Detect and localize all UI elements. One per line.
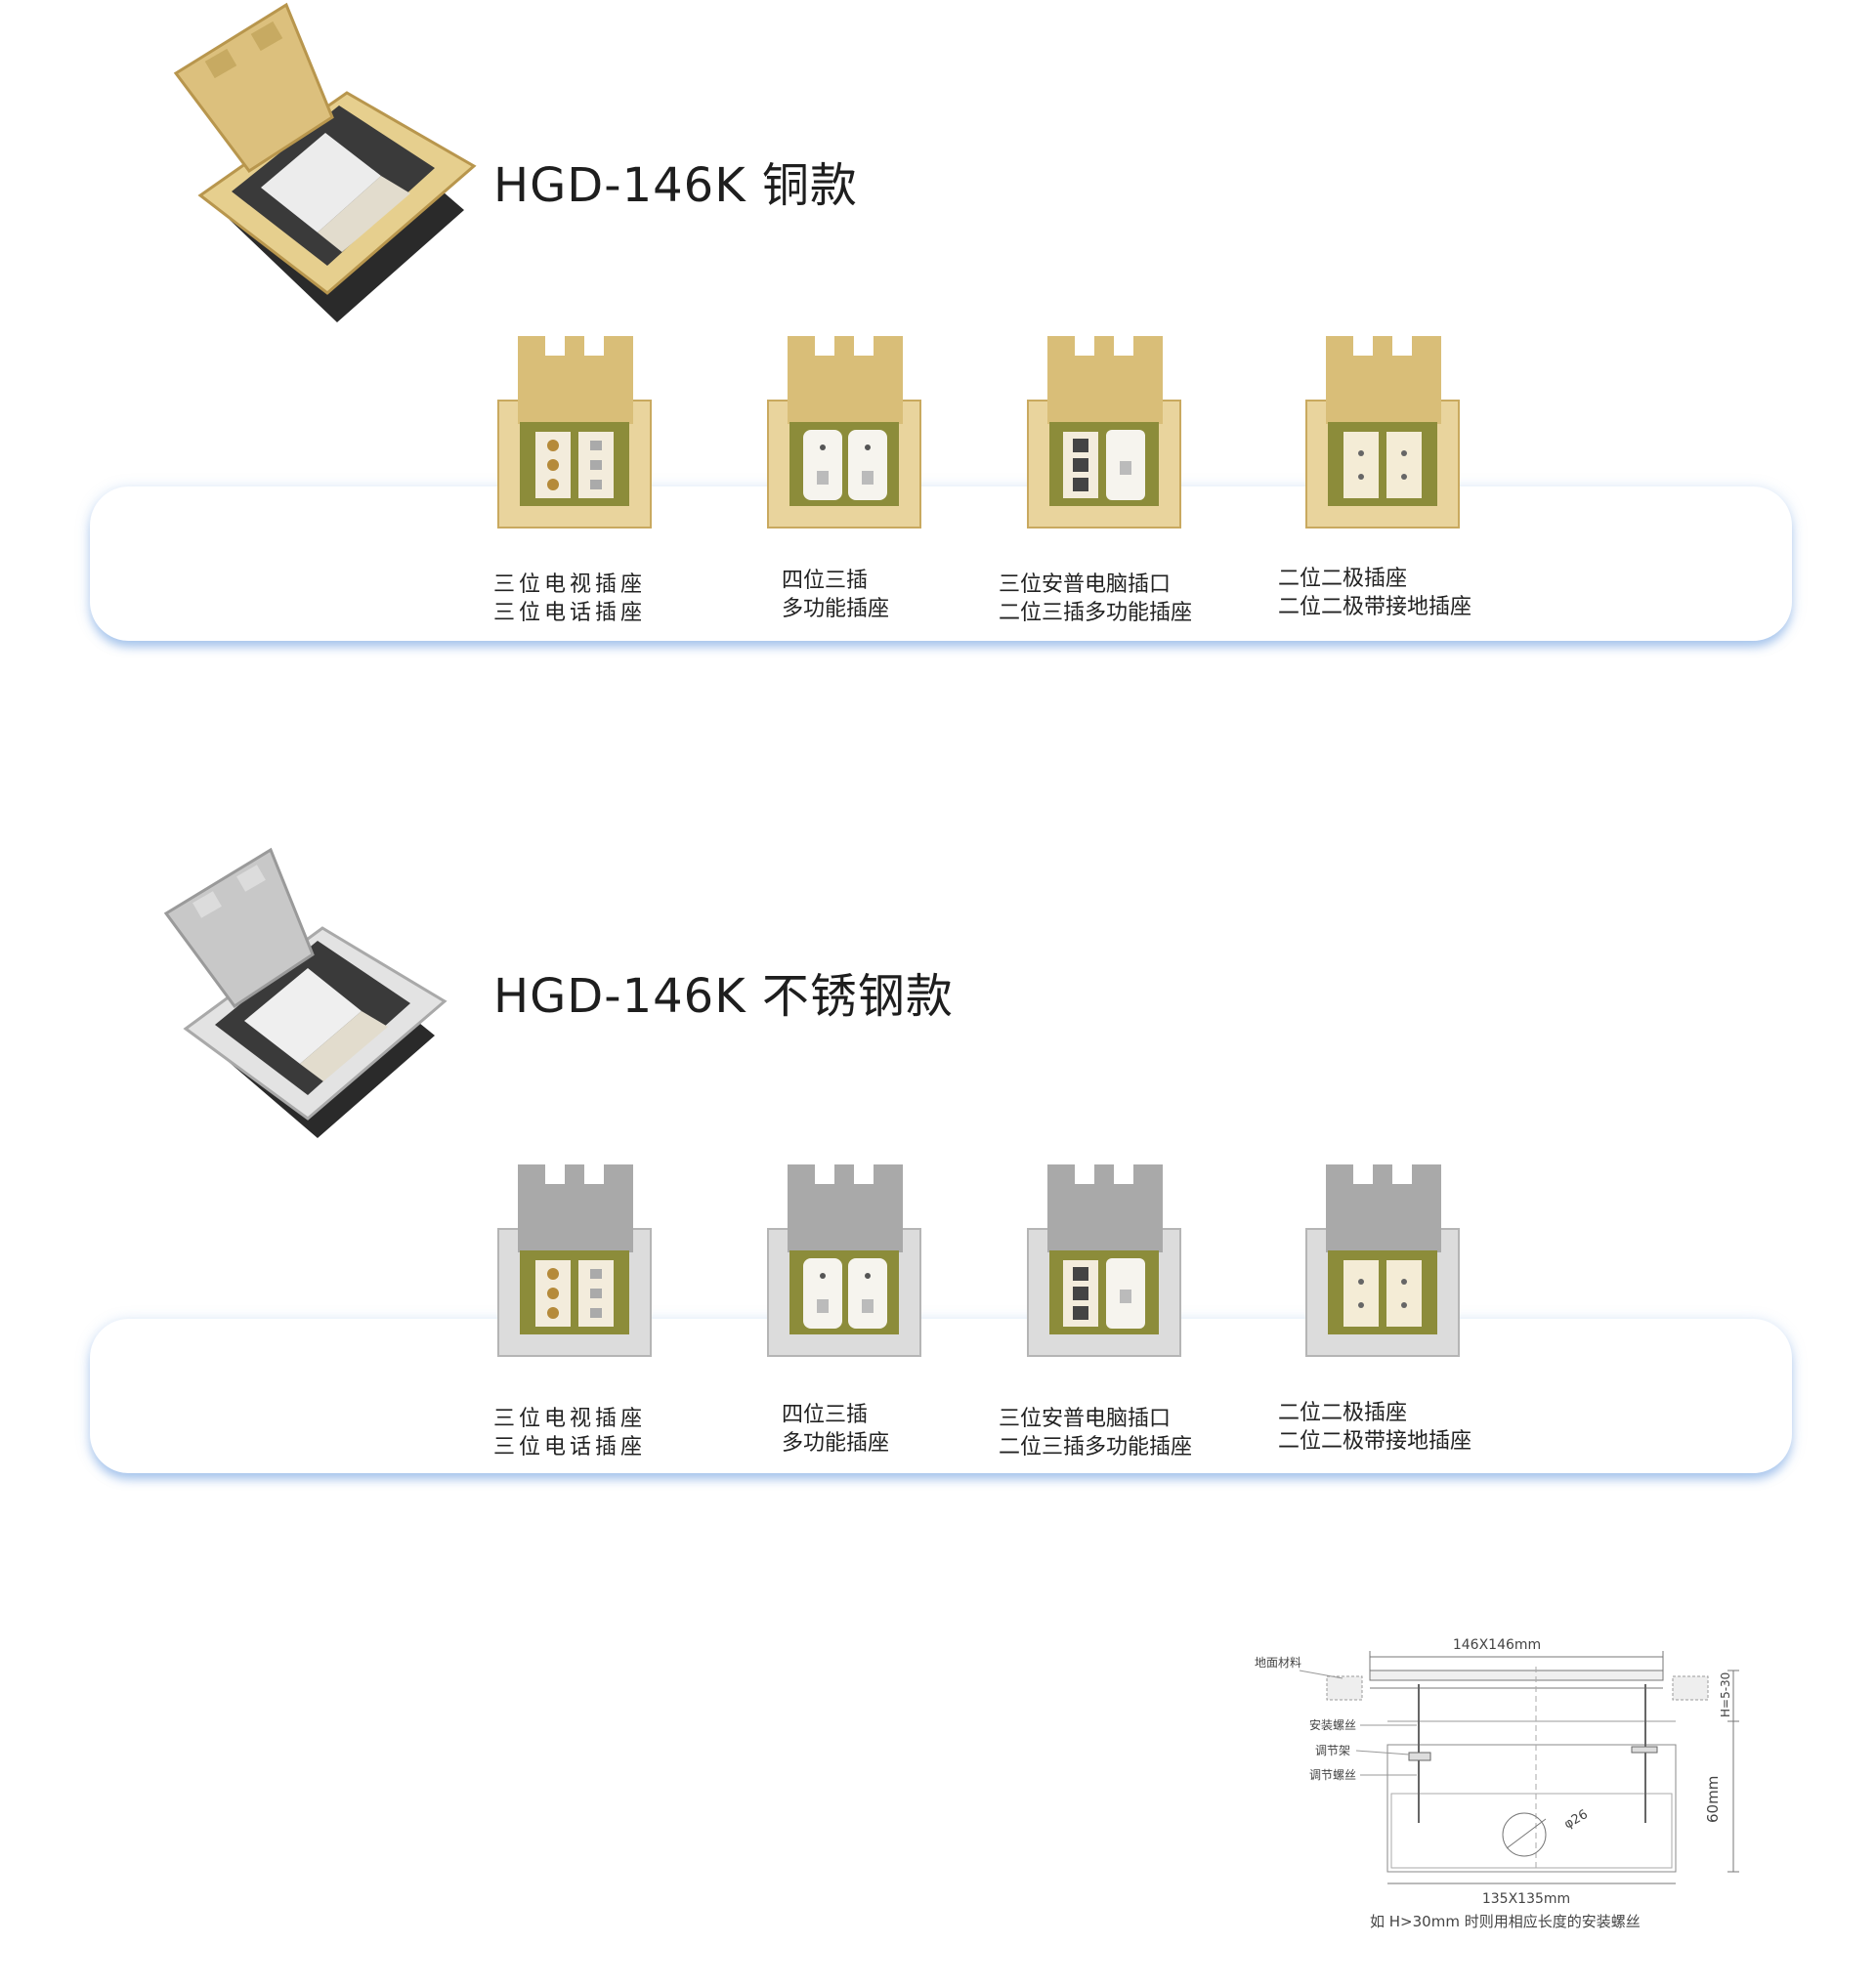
brass-computer-socket-caption: 三位安普电脑插口 二位三插多功能插座 — [999, 571, 1192, 627]
steel-multi-function-socket-caption: 四位三插 多功能插座 — [782, 1401, 889, 1458]
label-adjust-screw: 调节螺丝 — [1309, 1768, 1356, 1782]
brass-caption-band — [90, 486, 1792, 641]
steel-tv-phone-socket-image — [497, 1164, 652, 1357]
steel-two-pole-socket-image — [1305, 1164, 1460, 1357]
installation-note: 如 H>30mm 时则用相应长度的安装螺丝 — [1370, 1913, 1641, 1930]
caption-line-1: 三位安普电脑插口 — [999, 572, 1172, 597]
caption-line-2: 二位二极带接地插座 — [1278, 595, 1472, 619]
caption-line-1: 三位电视插座 — [493, 572, 647, 597]
brass-tv-phone-socket-image — [497, 336, 652, 529]
bottom-dimension-label: 135X135mm — [1482, 1891, 1570, 1907]
box-height-label: 60mm — [1704, 1776, 1722, 1823]
steel-computer-socket-caption: 三位安普电脑插口 二位三插多功能插座 — [999, 1405, 1192, 1461]
caption-line-2: 多功能插座 — [782, 597, 890, 621]
brass-two-pole-socket-image — [1305, 336, 1460, 529]
steel-section-title: HGD-146K 不锈钢款 — [493, 969, 954, 1024]
caption-line-2: 三位电话插座 — [493, 1435, 647, 1459]
adjust-height-label: H=5-30 — [1719, 1672, 1732, 1717]
cover-plate — [1369, 1670, 1664, 1681]
caption-line-1: 三位安普电脑插口 — [999, 1407, 1172, 1431]
top-dimension-label: 146X146mm — [1453, 1637, 1541, 1653]
caption-line-1: 四位三插 — [782, 569, 869, 593]
steel-computer-socket-image — [1027, 1164, 1181, 1357]
caption-line-2: 二位三插多功能插座 — [999, 1435, 1193, 1459]
floor-material-right — [1672, 1675, 1709, 1701]
brass-hero-floor-box-image — [173, 2, 477, 322]
steel-caption-band — [90, 1319, 1792, 1473]
caption-line-1: 四位三插 — [782, 1403, 869, 1427]
brass-multi-function-socket-caption: 四位三插 多功能插座 — [782, 567, 889, 623]
floor-material-left — [1326, 1675, 1363, 1701]
caption-line-1: 二位二极插座 — [1278, 567, 1408, 591]
caption-line-1: 二位二极插座 — [1278, 1401, 1408, 1425]
caption-line-1: 三位电视插座 — [493, 1407, 647, 1431]
brass-tv-phone-socket-caption: 三位电视插座 三位电话插座 — [493, 571, 646, 627]
steel-multi-function-socket-image — [767, 1164, 921, 1357]
brass-two-pole-socket-caption: 二位二极插座 二位二极带接地插座 — [1278, 565, 1471, 621]
steel-two-pole-socket-caption: 二位二极插座 二位二极带接地插座 — [1278, 1399, 1471, 1456]
caption-line-2: 三位电话插座 — [493, 601, 647, 625]
cable-hole — [1502, 1812, 1547, 1857]
steel-hero-floor-box-image — [163, 847, 448, 1138]
caption-line-2: 二位二极带接地插座 — [1278, 1429, 1472, 1454]
hole-dimension-label: φ26 — [1562, 1807, 1591, 1833]
brass-computer-socket-image — [1027, 336, 1181, 529]
label-floor-material: 地面材料 — [1255, 1656, 1301, 1670]
brass-section-title: HGD-146K 铜款 — [493, 158, 858, 213]
caption-line-2: 多功能插座 — [782, 1431, 890, 1456]
installation-dimension-diagram: 146X146mm φ26 H=5-30 60mm 135X135mm 地面材料… — [1255, 1637, 1739, 1930]
caption-line-2: 二位三插多功能插座 — [999, 601, 1193, 625]
label-install-screw: 安装螺丝 — [1309, 1717, 1356, 1732]
label-adjust-bracket: 调节架 — [1315, 1744, 1350, 1757]
steel-tv-phone-socket-caption: 三位电视插座 三位电话插座 — [493, 1405, 646, 1461]
brass-multi-function-socket-image — [767, 336, 921, 529]
box-body — [1386, 1744, 1677, 1873]
